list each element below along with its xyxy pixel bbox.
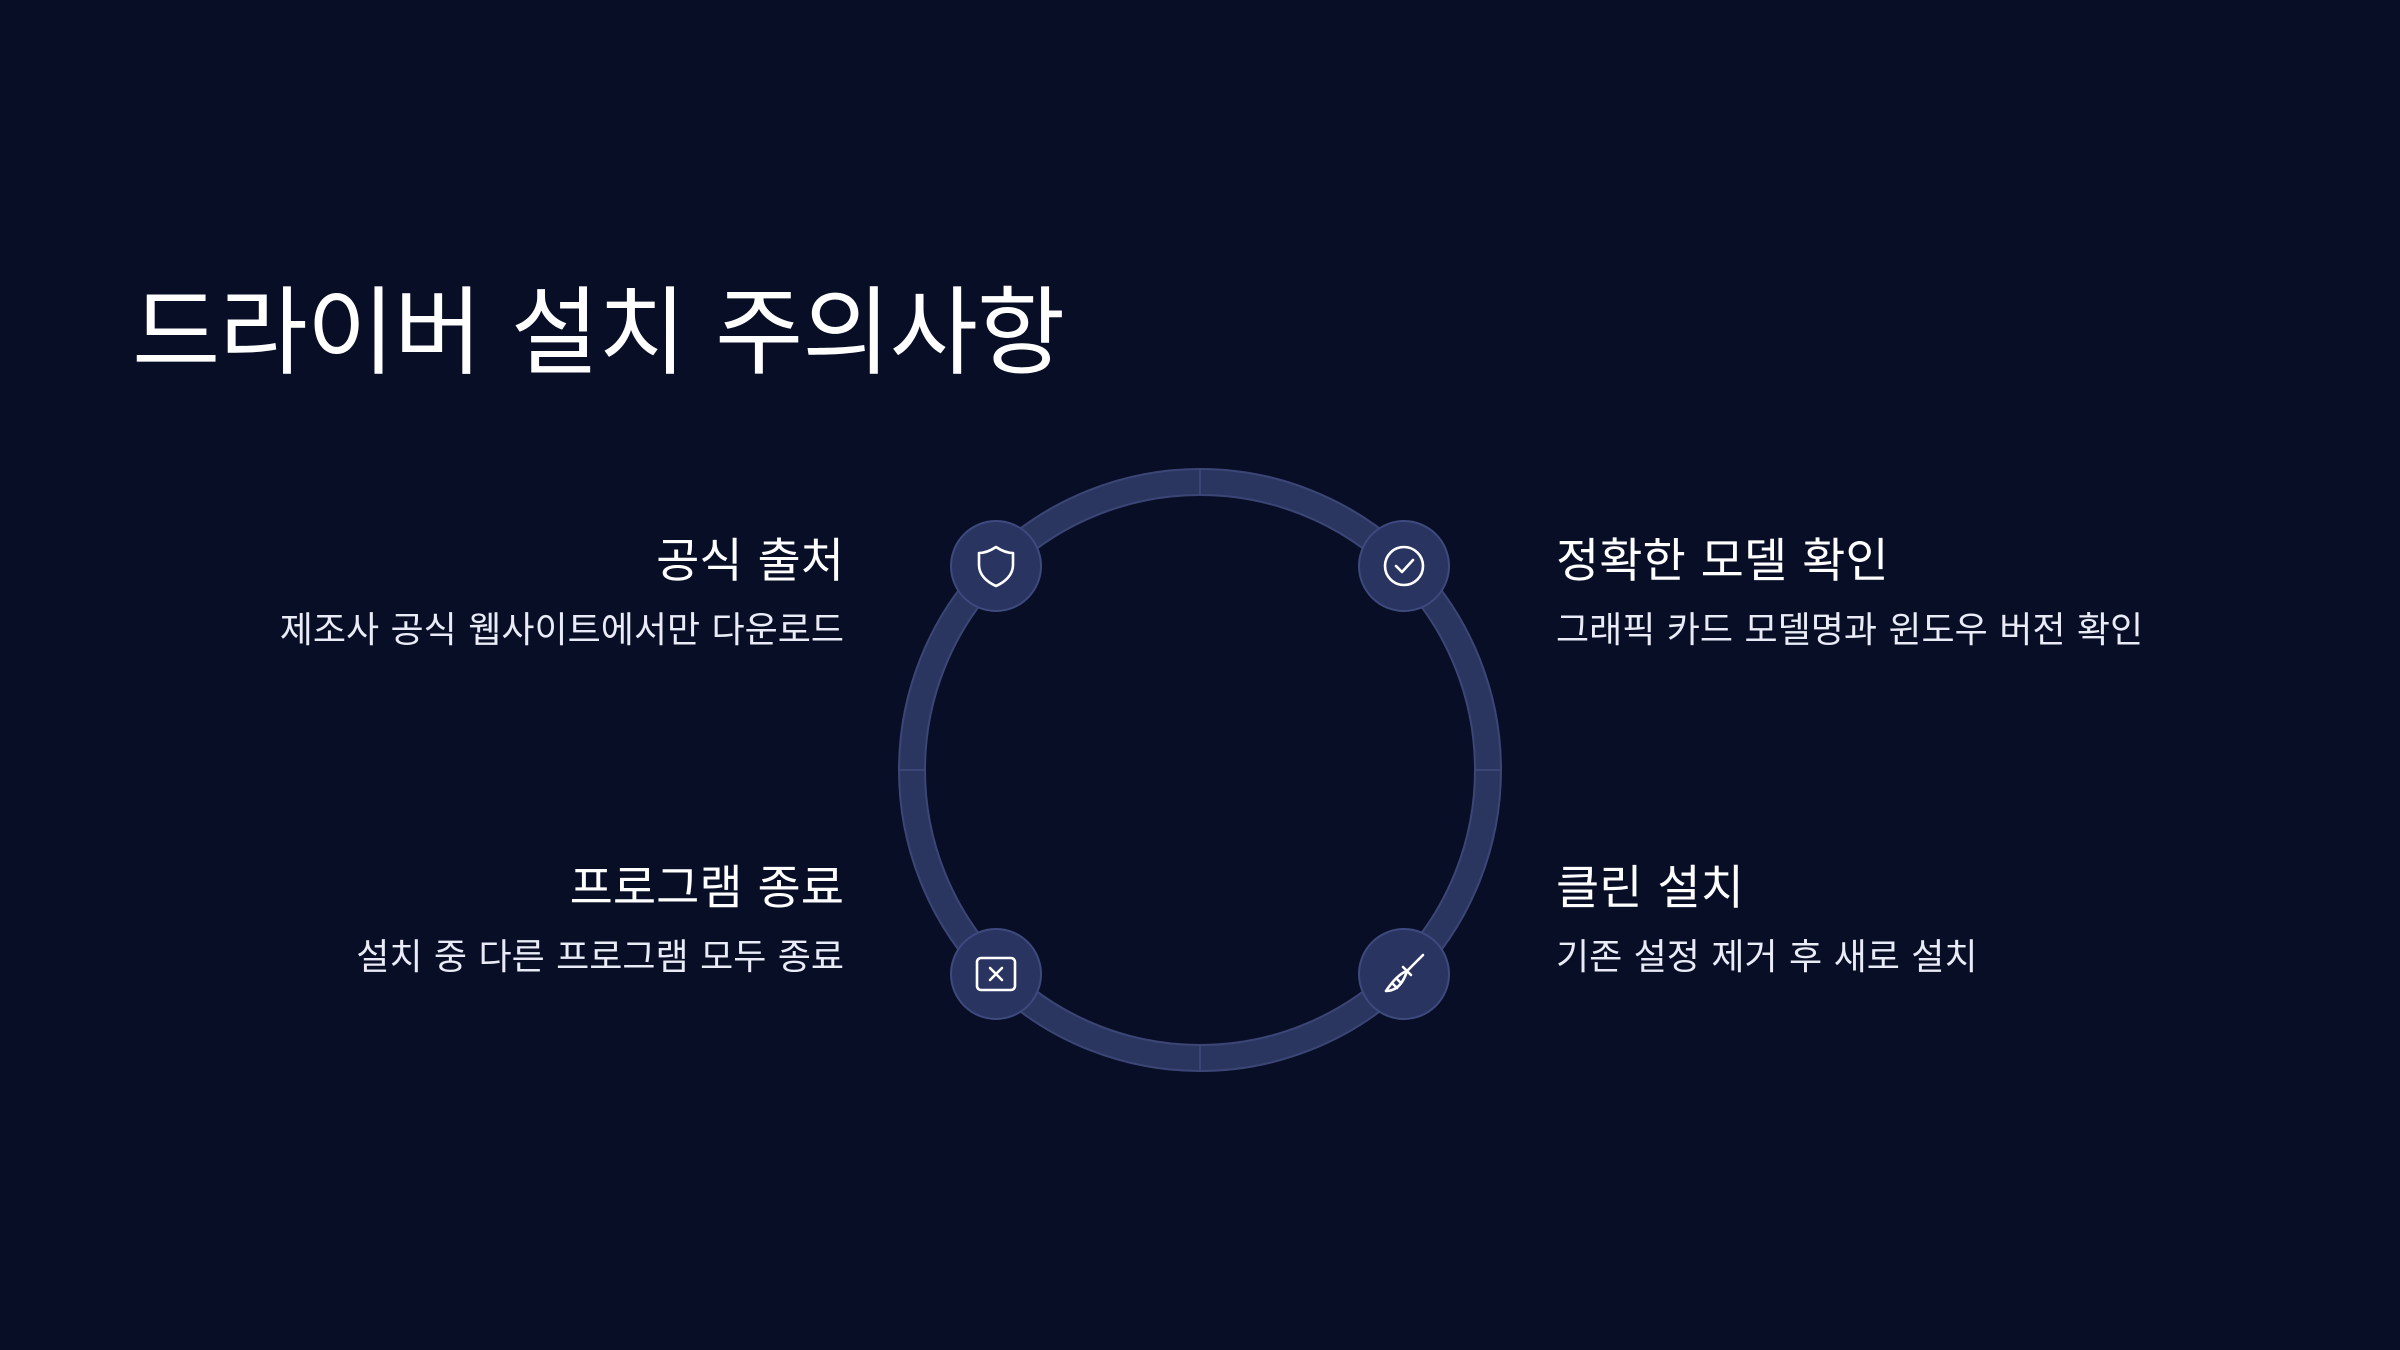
node-official-source <box>950 520 1042 612</box>
node-clean-install <box>1358 928 1450 1020</box>
node-model-check <box>1358 520 1450 612</box>
page-title: 드라이버 설치 주의사항 <box>132 277 1065 389</box>
item-description: 제조사 공식 웹사이트에서만 다운로드 <box>279 610 844 651</box>
shield-icon <box>977 545 1015 588</box>
item-official-source: 공식 출처 제조사 공식 웹사이트에서만 다운로드 <box>280 530 844 656</box>
item-description: 그래픽 카드 모델명과 윈도우 버전 확인 <box>1556 610 2144 651</box>
node-close-programs <box>950 928 1042 1020</box>
broom-icon <box>1384 953 1425 993</box>
item-clean-install: 클린 설치 기존 설정 제거 후 새로 설치 <box>1556 857 1978 983</box>
close-window-icon <box>975 956 1017 992</box>
item-title: 정확한 모델 확인 <box>1556 534 1889 589</box>
item-description: 설치 중 다른 프로그램 모두 종료 <box>356 937 844 978</box>
item-description: 기존 설정 제거 후 새로 설치 <box>1556 937 1978 978</box>
check-circle-icon <box>1383 545 1425 587</box>
item-title: 프로그램 종료 <box>569 861 844 916</box>
item-title: 클린 설치 <box>1556 861 1744 916</box>
item-model-check: 정확한 모델 확인 그래픽 카드 모델명과 윈도우 버전 확인 <box>1556 530 2143 656</box>
item-title: 공식 출처 <box>656 534 844 589</box>
item-close-programs: 프로그램 종료 설치 중 다른 프로그램 모두 종료 <box>356 857 844 983</box>
